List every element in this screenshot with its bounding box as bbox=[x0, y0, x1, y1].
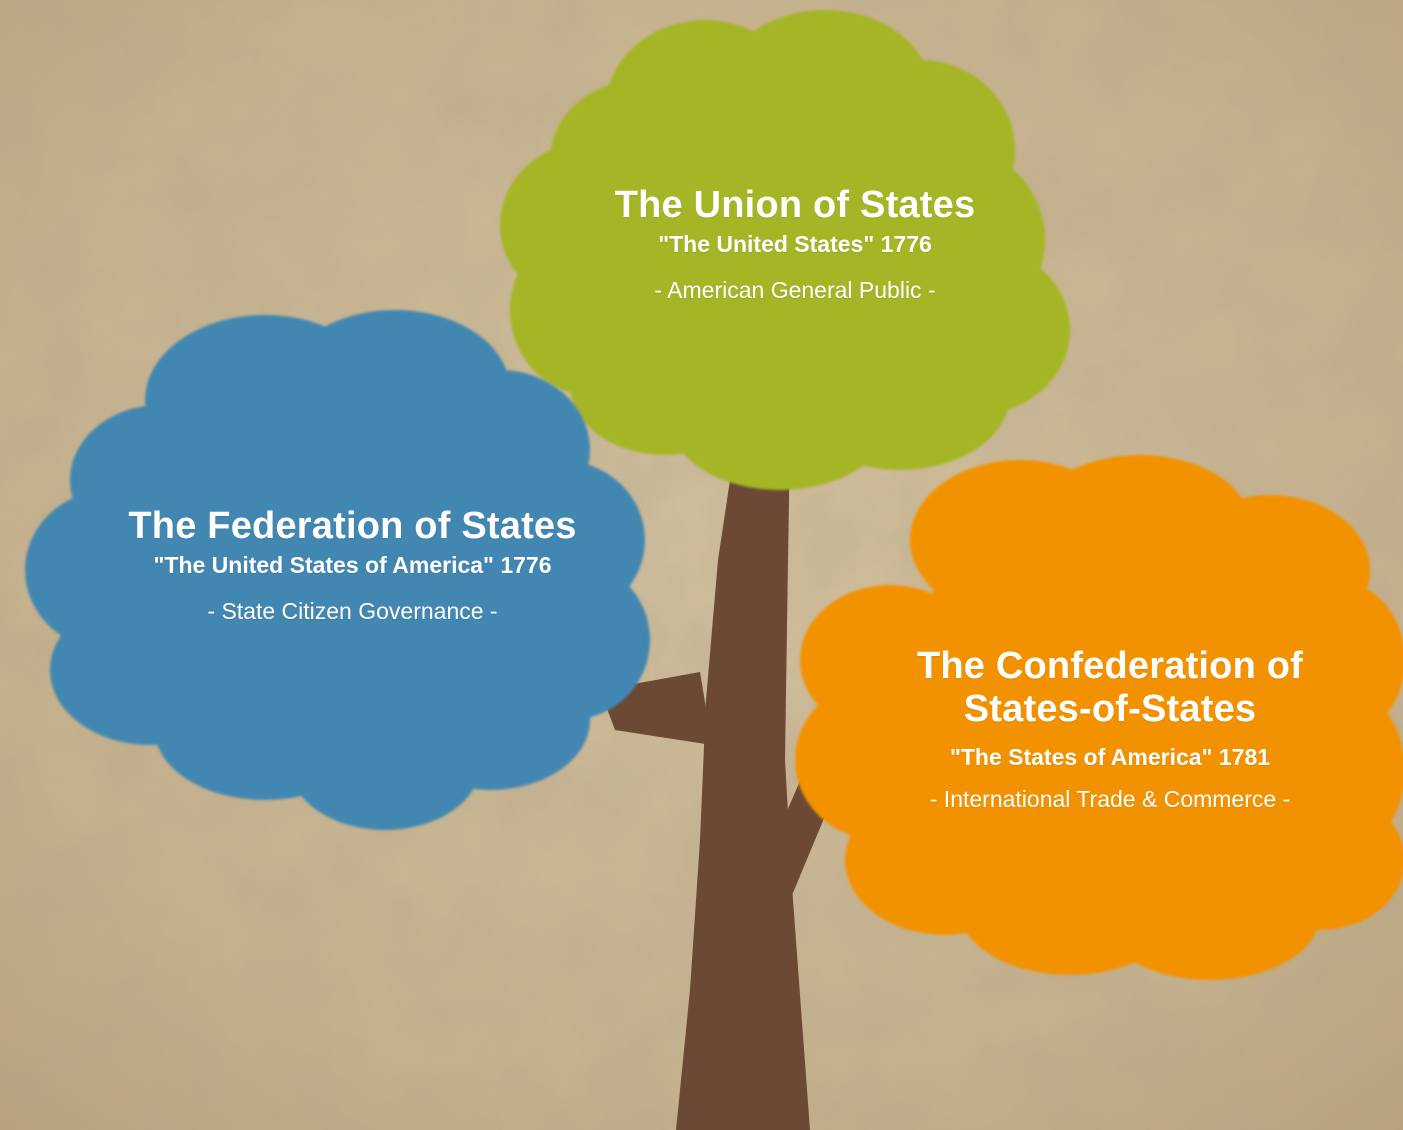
confederation-subtitle: "The States of America" 1781 bbox=[949, 744, 1271, 770]
union-label-group: The Union of States "The United States" … bbox=[560, 182, 1030, 304]
confederation-title-line2: States-of-States bbox=[963, 688, 1257, 730]
confederation-title-line1: The Confederation of bbox=[916, 645, 1304, 687]
federation-title: The Federation of States bbox=[128, 505, 577, 547]
federation-subtitle: "The United States of America" 1776 bbox=[153, 552, 552, 578]
confederation-cloud bbox=[795, 455, 1403, 980]
union-subtitle: "The United States" 1776 bbox=[658, 231, 932, 257]
federation-label-group: The Federation of States "The United Sta… bbox=[90, 503, 615, 625]
confederation-tagline: - International Trade & Commerce - bbox=[929, 786, 1291, 812]
union-title: The Union of States bbox=[614, 184, 976, 226]
confederation-label-group: The Confederation of States-of-States "T… bbox=[880, 645, 1340, 813]
union-tagline: - American General Public - bbox=[654, 277, 936, 303]
federation-tagline: - State Citizen Governance - bbox=[207, 598, 498, 624]
union-cloud bbox=[500, 10, 1070, 490]
federation-cloud bbox=[25, 310, 650, 830]
